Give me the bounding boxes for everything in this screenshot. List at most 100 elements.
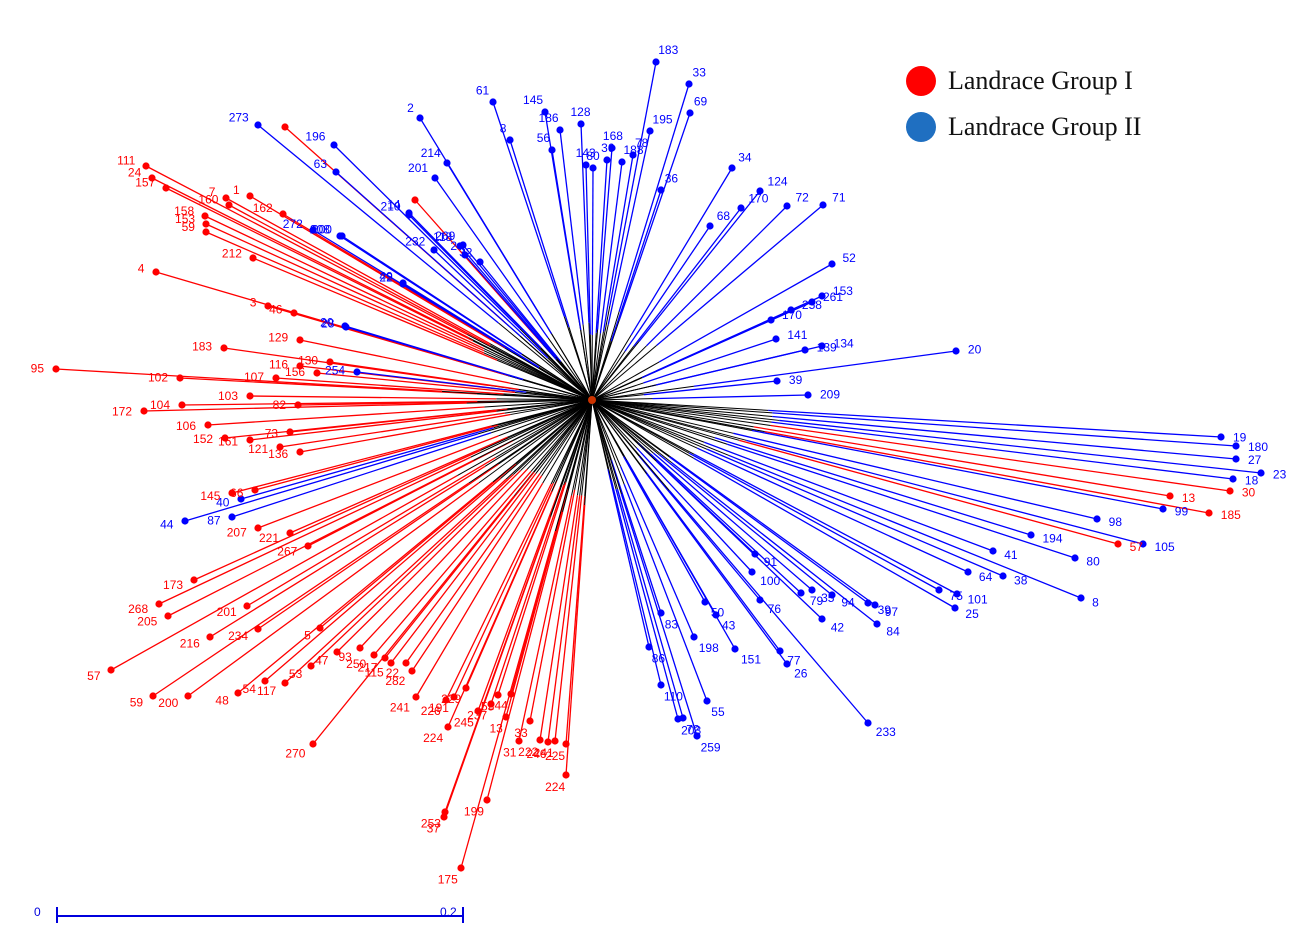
leaf-label: 259 — [701, 740, 721, 754]
leaf-label: 98 — [1109, 515, 1123, 529]
inner-branch — [591, 399, 625, 457]
leaf-label: 107 — [244, 370, 264, 384]
leaf-branch — [619, 466, 695, 638]
leaf-node — [356, 644, 364, 652]
leaf-label: 28 — [321, 317, 335, 331]
inner-branch — [491, 399, 593, 434]
inner-branch — [496, 359, 593, 401]
leaf-node — [286, 428, 294, 436]
leaf-node — [405, 209, 413, 217]
leaf-branch — [459, 245, 556, 358]
leaf-branch — [615, 489, 679, 720]
leaf-branch — [446, 162, 552, 334]
leaf-node — [307, 662, 315, 670]
leaf-branch — [599, 161, 623, 334]
leaf-node — [544, 738, 552, 746]
leaf-branch — [565, 504, 586, 776]
leaf-label: 71 — [832, 190, 846, 204]
leaf-branch — [656, 345, 823, 386]
inner-branch — [503, 393, 593, 401]
leaf-branch — [205, 223, 485, 352]
leaf-branch — [249, 395, 497, 400]
leaf-label: 195 — [653, 112, 673, 126]
leaf-label: 48 — [215, 694, 229, 708]
leaf-node — [461, 251, 469, 259]
leaf-node — [249, 254, 257, 262]
leaf-label: 14 — [387, 197, 401, 211]
leaf-node — [935, 586, 943, 594]
leaf-node — [767, 316, 775, 324]
leaf-label: 172 — [112, 404, 132, 418]
leaf-node — [456, 242, 464, 250]
leaf-node — [178, 401, 186, 409]
leaf-label: 143 — [576, 146, 596, 160]
leaf-label: 210 — [381, 199, 401, 213]
inner-branch — [542, 399, 593, 484]
leaf-node — [431, 174, 439, 182]
leaf-node — [220, 344, 228, 352]
leaf-node — [296, 336, 304, 344]
leaf-label: 222 — [518, 745, 538, 759]
leaf-node — [864, 599, 872, 607]
leaf-branch — [688, 452, 940, 591]
leaf-label: 270 — [285, 746, 305, 760]
leaf-label: 46 — [269, 303, 283, 317]
leaf-label: 72 — [686, 723, 700, 737]
leaf-label: 31 — [503, 746, 517, 760]
leaf-label: 105 — [1155, 540, 1175, 554]
leaf-node — [712, 611, 720, 619]
scale-end-label: 0.2 — [440, 905, 457, 919]
leaf-branch — [693, 350, 957, 387]
leaf-branch — [505, 488, 569, 718]
leaf-node — [370, 651, 378, 659]
leaf-label: 217 — [357, 660, 377, 674]
leaf-branch — [626, 459, 717, 616]
leaf-branch — [477, 486, 561, 712]
leaf-branch — [618, 112, 691, 320]
leaf-branch — [257, 463, 499, 630]
leaf-branch — [771, 421, 1234, 480]
leaf-label: 78 — [635, 136, 649, 150]
leaf-label: 82 — [273, 398, 287, 412]
leaf-label: 261 — [823, 290, 843, 304]
leaf-node — [685, 80, 693, 88]
leaf-branch — [299, 339, 511, 384]
leaf-label: 156 — [285, 365, 305, 379]
leaf-label: 157 — [135, 176, 155, 190]
leaf-label: 38 — [1014, 574, 1028, 588]
leaf-branch — [187, 482, 480, 697]
inner-branch — [591, 384, 657, 401]
inner-branch — [521, 353, 593, 401]
leaf-node — [603, 156, 611, 164]
leaf-branch — [209, 465, 486, 638]
inner-branch — [591, 399, 771, 426]
leaf-node — [381, 654, 389, 662]
leaf-branch — [207, 406, 485, 426]
leaf-node — [818, 342, 826, 350]
leaf-branch — [764, 431, 1210, 514]
leaf-node — [440, 813, 448, 821]
leaf-node — [402, 659, 410, 667]
leaf-label: 33 — [514, 726, 528, 740]
inner-branch — [522, 379, 593, 401]
inner-branch — [535, 399, 593, 474]
leaf-branch — [697, 447, 969, 573]
inner-branch — [584, 399, 593, 506]
leaf-node — [457, 864, 465, 872]
leaf-node — [243, 602, 251, 610]
inner-branch — [591, 345, 647, 401]
leaf-label: 18 — [1245, 473, 1259, 487]
leaf-label: 110 — [664, 690, 683, 704]
leaf-label: 117 — [257, 684, 276, 698]
legend-item-group2: Landrace Group II — [906, 104, 1141, 150]
leaf-node — [1232, 455, 1240, 463]
leaf-label: 80 — [586, 149, 600, 163]
inner-branch — [468, 399, 593, 484]
leaf-label: 87 — [207, 514, 221, 528]
leaf-branch — [551, 149, 582, 331]
leaf-node — [989, 547, 997, 555]
leaf-node — [797, 589, 805, 597]
leaf-branch — [655, 460, 823, 620]
leaf-label: 200 — [312, 222, 332, 236]
leaf-label: 246 — [526, 747, 546, 761]
